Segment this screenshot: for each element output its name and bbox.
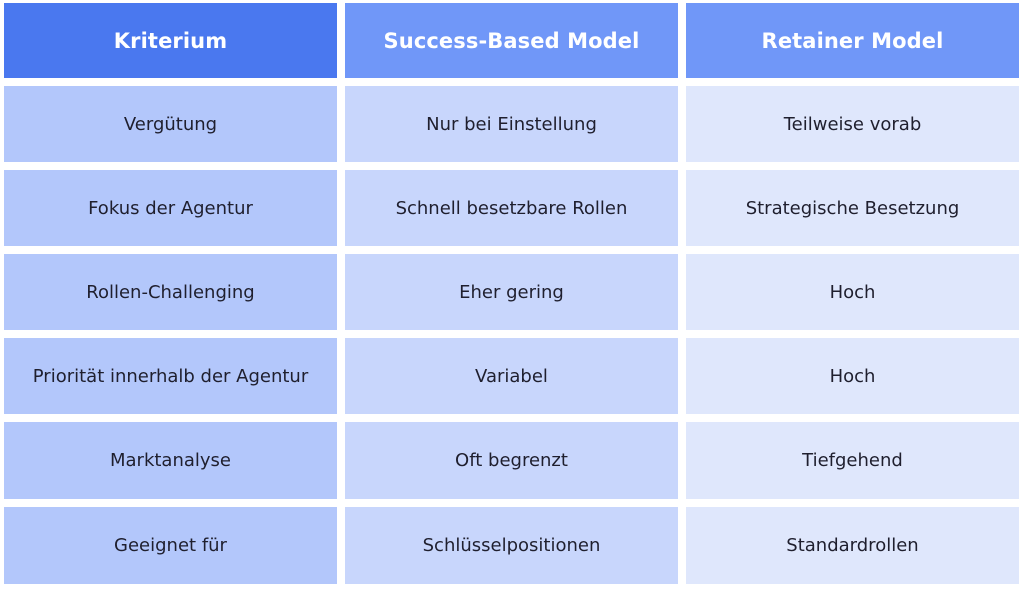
row-criterion-cell: Priorität innerhalb der Agentur bbox=[4, 338, 337, 414]
row-success-based-cell: Schlüsselpositionen bbox=[345, 507, 678, 584]
row-retainer-cell: Hoch bbox=[686, 338, 1019, 414]
row-success-based-cell: Oft begrenzt bbox=[345, 422, 678, 499]
comparison-table: Kriterium Success-Based Model Retainer M… bbox=[4, 3, 1019, 584]
row-criterion-cell: Marktanalyse bbox=[4, 422, 337, 499]
row-criterion-cell: Geeignet für bbox=[4, 507, 337, 584]
row-success-based-cell: Schnell besetzbare Rollen bbox=[345, 170, 678, 246]
row-retainer-cell: Standardrollen bbox=[686, 507, 1019, 584]
row-retainer-cell: Strategische Besetzung bbox=[686, 170, 1019, 246]
row-criterion-cell: Vergütung bbox=[4, 86, 337, 162]
row-retainer-cell: Hoch bbox=[686, 254, 1019, 330]
row-success-based-cell: Variabel bbox=[345, 338, 678, 414]
header-retainer-model: Retainer Model bbox=[686, 3, 1019, 78]
row-retainer-cell: Tiefgehend bbox=[686, 422, 1019, 499]
header-kriterium: Kriterium bbox=[4, 3, 337, 78]
row-success-based-cell: Nur bei Einstellung bbox=[345, 86, 678, 162]
row-success-based-cell: Eher gering bbox=[345, 254, 678, 330]
row-retainer-cell: Teilweise vorab bbox=[686, 86, 1019, 162]
row-criterion-cell: Rollen-Challenging bbox=[4, 254, 337, 330]
row-criterion-cell: Fokus der Agentur bbox=[4, 170, 337, 246]
header-success-based-model: Success-Based Model bbox=[345, 3, 678, 78]
